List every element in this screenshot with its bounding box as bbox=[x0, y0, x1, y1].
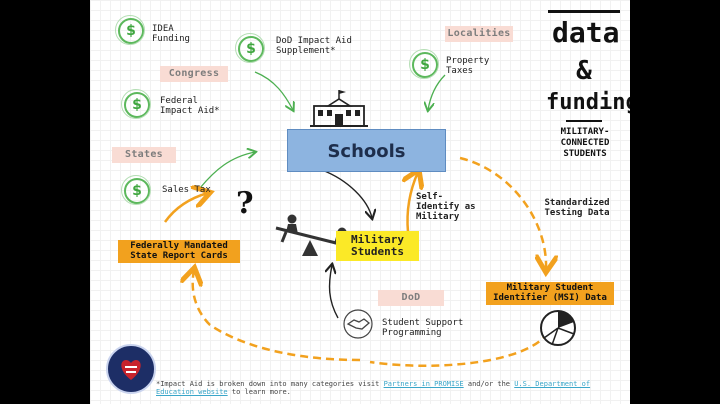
idea-funding-label: IDEA Funding bbox=[152, 24, 190, 44]
dollar-coin-icon: $ bbox=[115, 15, 145, 45]
federal-impact-aid-label: Federal Impact Aid* bbox=[160, 96, 220, 116]
title-top-rule bbox=[548, 10, 620, 13]
dod-supplement-label: DoD Impact Aid Supplement* bbox=[276, 36, 352, 56]
dollar-coin-icon: $ bbox=[121, 89, 151, 119]
localities-label: Localities bbox=[445, 26, 513, 42]
student-support-label: Student Support Programming bbox=[382, 318, 464, 338]
partners-in-promise-logo bbox=[106, 344, 156, 394]
arrow-property-taxes-to-schools bbox=[428, 74, 446, 110]
flag-heart-icon bbox=[121, 360, 141, 380]
military-students-label: Military Students bbox=[351, 233, 404, 258]
handshake-icon bbox=[343, 309, 373, 339]
schools-label: Schools bbox=[327, 141, 406, 162]
infographic-slide: $ IDEA Funding $ DoD Impact Aid Suppleme… bbox=[90, 0, 630, 404]
connector-arrows bbox=[163, 71, 630, 367]
partners-link[interactable]: Partners in PROMISE bbox=[383, 380, 464, 388]
title-ampersand: & bbox=[576, 56, 592, 86]
title-data: data bbox=[552, 16, 620, 49]
sales-tax-label: Sales Tax bbox=[162, 185, 211, 195]
pie-chart-icon bbox=[540, 310, 576, 346]
title-subtitle: MILITARY-CONNECTED STUDENTS bbox=[560, 127, 610, 159]
dollar-coin-icon: $ bbox=[235, 33, 265, 63]
states-label: States bbox=[112, 147, 176, 163]
report-cards-box: Federally Mandated State Report Cards bbox=[118, 240, 240, 263]
arrow-schools-to-msi bbox=[459, 156, 546, 270]
question-mark-icon: ? bbox=[236, 186, 254, 221]
schools-box bbox=[287, 129, 446, 172]
arrow-students-to-schools bbox=[407, 172, 418, 233]
title-funding: funding bbox=[546, 90, 630, 115]
dod-label: DoD bbox=[378, 290, 444, 306]
arrow-schools-to-students bbox=[321, 169, 372, 218]
arrow-sales-tax-to-schools bbox=[199, 152, 255, 189]
self-identify-label: Self-Identify as Military bbox=[416, 192, 476, 222]
congress-label: Congress bbox=[160, 66, 228, 82]
school-building-icon bbox=[310, 90, 368, 127]
military-students-box bbox=[336, 231, 419, 261]
footnote-prefix: *Impact Aid is broken down into many cat… bbox=[156, 380, 384, 388]
msi-data-box: Military Student Identifier (MSI) Data bbox=[486, 282, 614, 305]
arrow-msi-to-report-cards bbox=[369, 331, 550, 367]
dollar-coin-icon: $ bbox=[121, 175, 151, 205]
arrow-report-cards-loop bbox=[193, 270, 361, 362]
title-divider bbox=[566, 120, 602, 122]
footnote: *Impact Aid is broken down into many cat… bbox=[156, 380, 596, 396]
arrow-report-cards-to-question bbox=[163, 193, 208, 223]
dollar-coin-icon: $ bbox=[409, 49, 439, 79]
property-taxes-label: Property Taxes bbox=[446, 56, 490, 76]
arrow-dod-to-students bbox=[330, 265, 339, 319]
arrow-dod-supplement-to-schools bbox=[254, 71, 293, 110]
footnote-middle: and/or the bbox=[463, 380, 515, 388]
doe-link[interactable]: U.S. Department of Education website bbox=[156, 380, 591, 396]
standardized-testing-label: Standardized Testing Data bbox=[544, 198, 610, 218]
footnote-suffix: to learn more. bbox=[227, 388, 291, 396]
